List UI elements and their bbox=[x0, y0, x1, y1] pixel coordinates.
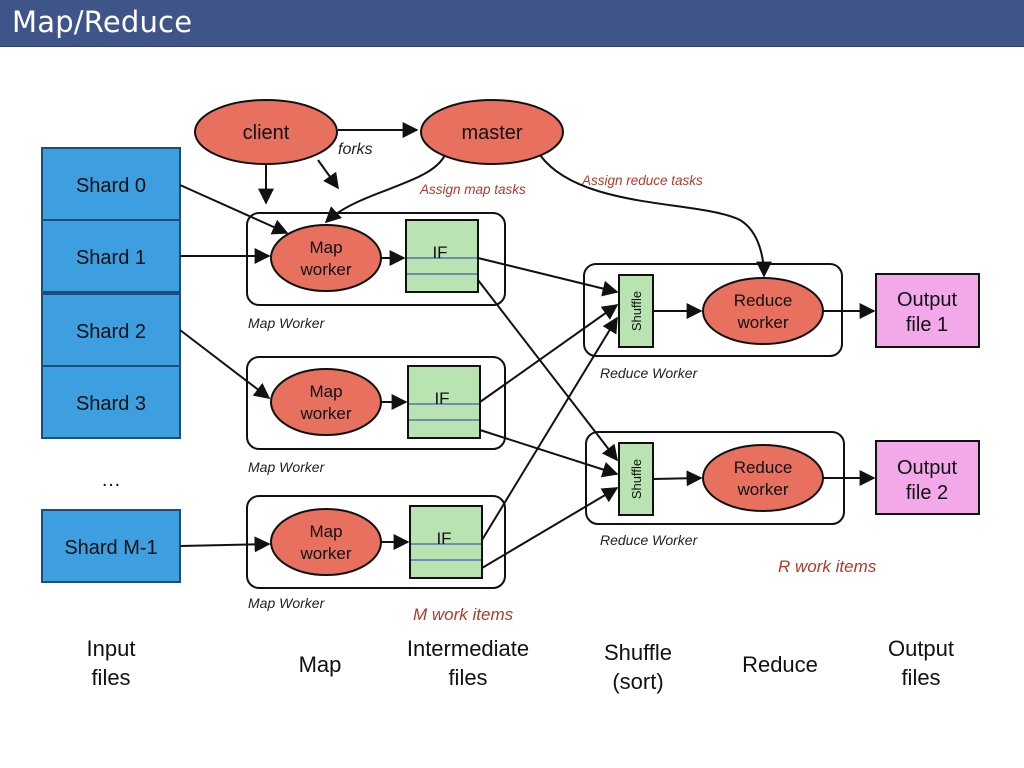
forks-label: forks bbox=[338, 141, 373, 158]
arrows bbox=[179, 122, 876, 569]
if-file-3-label: IF bbox=[436, 529, 451, 548]
shuffle-box-2 bbox=[618, 442, 654, 516]
arrow-if3-shuffle2 bbox=[481, 487, 619, 569]
output-file-2-box bbox=[875, 440, 980, 515]
shard-last-box bbox=[41, 509, 181, 583]
shard-ellipsis: … bbox=[101, 469, 121, 491]
map-worker-node-1 bbox=[270, 224, 382, 292]
map-worker-container-3 bbox=[246, 495, 506, 589]
map-worker-3-line2: worker bbox=[299, 544, 351, 563]
map-worker-node-3 bbox=[270, 508, 382, 576]
map-worker-caption-2: Map Worker bbox=[248, 459, 326, 475]
map-worker-1-line2: worker bbox=[299, 260, 351, 279]
reduce-worker-caption-2: Reduce Worker bbox=[600, 532, 699, 548]
col-input-line2: files bbox=[91, 665, 130, 690]
if-file-2: IF bbox=[407, 365, 481, 439]
arrow-shardm-map bbox=[179, 536, 271, 553]
if-file-3: IF bbox=[409, 505, 483, 579]
map-worker-2-line2: worker bbox=[299, 404, 351, 423]
input-shards: Shard 0 Shard 1 Shard 2 Shard 3 … Shard … bbox=[41, 147, 181, 583]
map-worker-container-2 bbox=[246, 356, 506, 450]
assign-reduce-label: Assign reduce tasks bbox=[581, 173, 703, 188]
col-shuffle-line1: Shuffle bbox=[604, 640, 672, 665]
output-file-1-line2: file 1 bbox=[906, 314, 948, 336]
col-shuffle-line2: (sort) bbox=[612, 669, 663, 694]
col-map: Map bbox=[299, 652, 342, 677]
output-file-2-line2: file 2 bbox=[906, 482, 948, 504]
reduce-worker-2-line2: worker bbox=[736, 480, 788, 499]
col-output-line2: files bbox=[901, 665, 940, 690]
reduce-worker-1-line1: Reduce bbox=[734, 291, 793, 310]
shard-2-label: Shard 2 bbox=[76, 321, 146, 343]
map-worker-1-line1: Map bbox=[309, 238, 342, 257]
title-bar: Map/Reduce bbox=[0, 0, 1024, 47]
output-file-2-line1: Output bbox=[897, 457, 957, 479]
master-label: master bbox=[461, 122, 522, 144]
if-file-2-label: IF bbox=[434, 389, 449, 408]
arrow-shard0-map bbox=[179, 184, 289, 235]
client-label: client bbox=[243, 122, 290, 144]
map-worker-node-2 bbox=[270, 368, 382, 436]
arrow-shuffle2-reduce2 bbox=[652, 470, 703, 487]
shard-0-box bbox=[41, 147, 181, 221]
assign-map-label: Assign map tasks bbox=[419, 182, 526, 197]
map-worker-2-line1: Map bbox=[309, 382, 342, 401]
arrow-master-map bbox=[324, 154, 446, 224]
shard-last-label: Shard M-1 bbox=[64, 537, 157, 559]
r-work-items-label: R work items bbox=[778, 557, 877, 576]
output-file-1-box bbox=[875, 273, 980, 348]
col-intermediate-line1: Intermediate bbox=[407, 636, 529, 661]
shard-1-label: Shard 1 bbox=[76, 247, 146, 269]
arrow-if2-shuffle2 bbox=[479, 429, 619, 478]
shard-0-label: Shard 0 bbox=[76, 175, 146, 197]
arrow-client-fork bbox=[317, 159, 339, 190]
m-work-items-label: M work items bbox=[413, 605, 514, 624]
map-worker-3-line1: Map bbox=[309, 522, 342, 541]
shuffle-2-label: Shuffle bbox=[629, 459, 644, 499]
if-file-1-label: IF bbox=[432, 243, 447, 262]
reduce-worker-node-2 bbox=[702, 444, 824, 512]
map-worker-caption-1: Map Worker bbox=[248, 315, 326, 331]
shard-3-label: Shard 3 bbox=[76, 393, 146, 415]
map-worker-container-1 bbox=[246, 212, 506, 306]
reduce-worker-caption-1: Reduce Worker bbox=[600, 365, 699, 381]
col-input-line1: Input bbox=[87, 636, 136, 661]
reduce-worker-1-line2: worker bbox=[736, 313, 788, 332]
arrow-if2-shuffle1 bbox=[479, 304, 619, 403]
shard-3-box bbox=[41, 365, 181, 439]
map-worker-caption-3: Map Worker bbox=[248, 595, 326, 611]
master-node bbox=[420, 99, 564, 165]
column-labels: Input files Map Intermediate files Shuff… bbox=[87, 636, 954, 694]
arrow-if3-shuffle1 bbox=[481, 316, 618, 541]
col-output-line1: Output bbox=[888, 636, 954, 661]
client-node bbox=[194, 99, 338, 165]
reduce-worker-2-line1: Reduce bbox=[734, 458, 793, 477]
shuffle-1-label: Shuffle bbox=[629, 291, 644, 331]
col-reduce: Reduce bbox=[742, 652, 818, 677]
reduce-worker-node-1 bbox=[702, 277, 824, 345]
output-file-1-line1: Output bbox=[897, 289, 957, 311]
arrow-master-reduce bbox=[539, 154, 772, 278]
slide-title: Map/Reduce bbox=[12, 5, 193, 39]
shard-2-box bbox=[41, 293, 181, 367]
shard-1-box bbox=[41, 219, 181, 293]
col-intermediate-line2: files bbox=[448, 665, 487, 690]
if-file-1: IF bbox=[405, 219, 479, 293]
arrow-shard2-map bbox=[179, 329, 271, 399]
arrow-if1-shuffle2 bbox=[477, 279, 618, 462]
arrow-if1-shuffle1 bbox=[477, 257, 619, 297]
